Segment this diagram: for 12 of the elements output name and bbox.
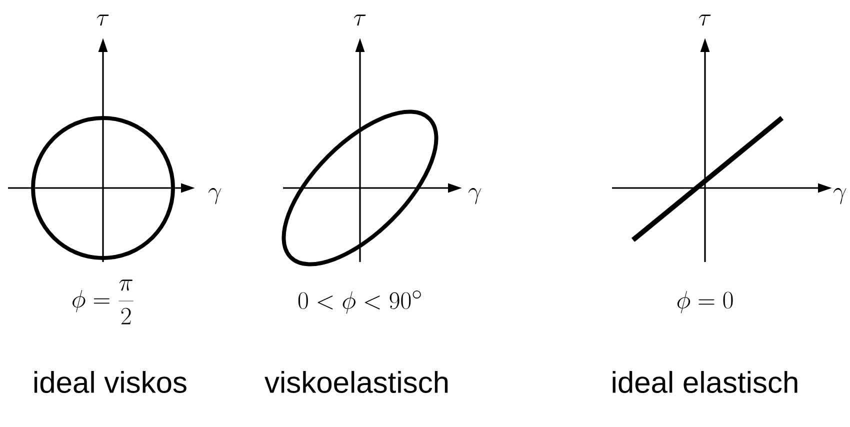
axis-label: $\gamma$ <box>468 188 482 204</box>
axis-label: $\tau$ <box>96 14 109 26</box>
axis-label: $\tau$ <box>698 14 711 26</box>
caption: ideal elastisch <box>612 370 798 393</box>
formula: $\phi = 0$ <box>677 290 733 314</box>
caption: viskoelastisch <box>264 370 448 393</box>
axis-label: $\gamma$ <box>833 188 846 204</box>
axis-label: $\tau$ <box>354 14 366 26</box>
axis-label: $\gamma$ <box>208 188 222 204</box>
formula: $\phi = \frac{\pi}{2}$ <box>72 280 134 324</box>
caption: ideal viskos <box>34 370 186 393</box>
formula: $0 < \phi < 90^{\circ}$ <box>298 290 421 314</box>
